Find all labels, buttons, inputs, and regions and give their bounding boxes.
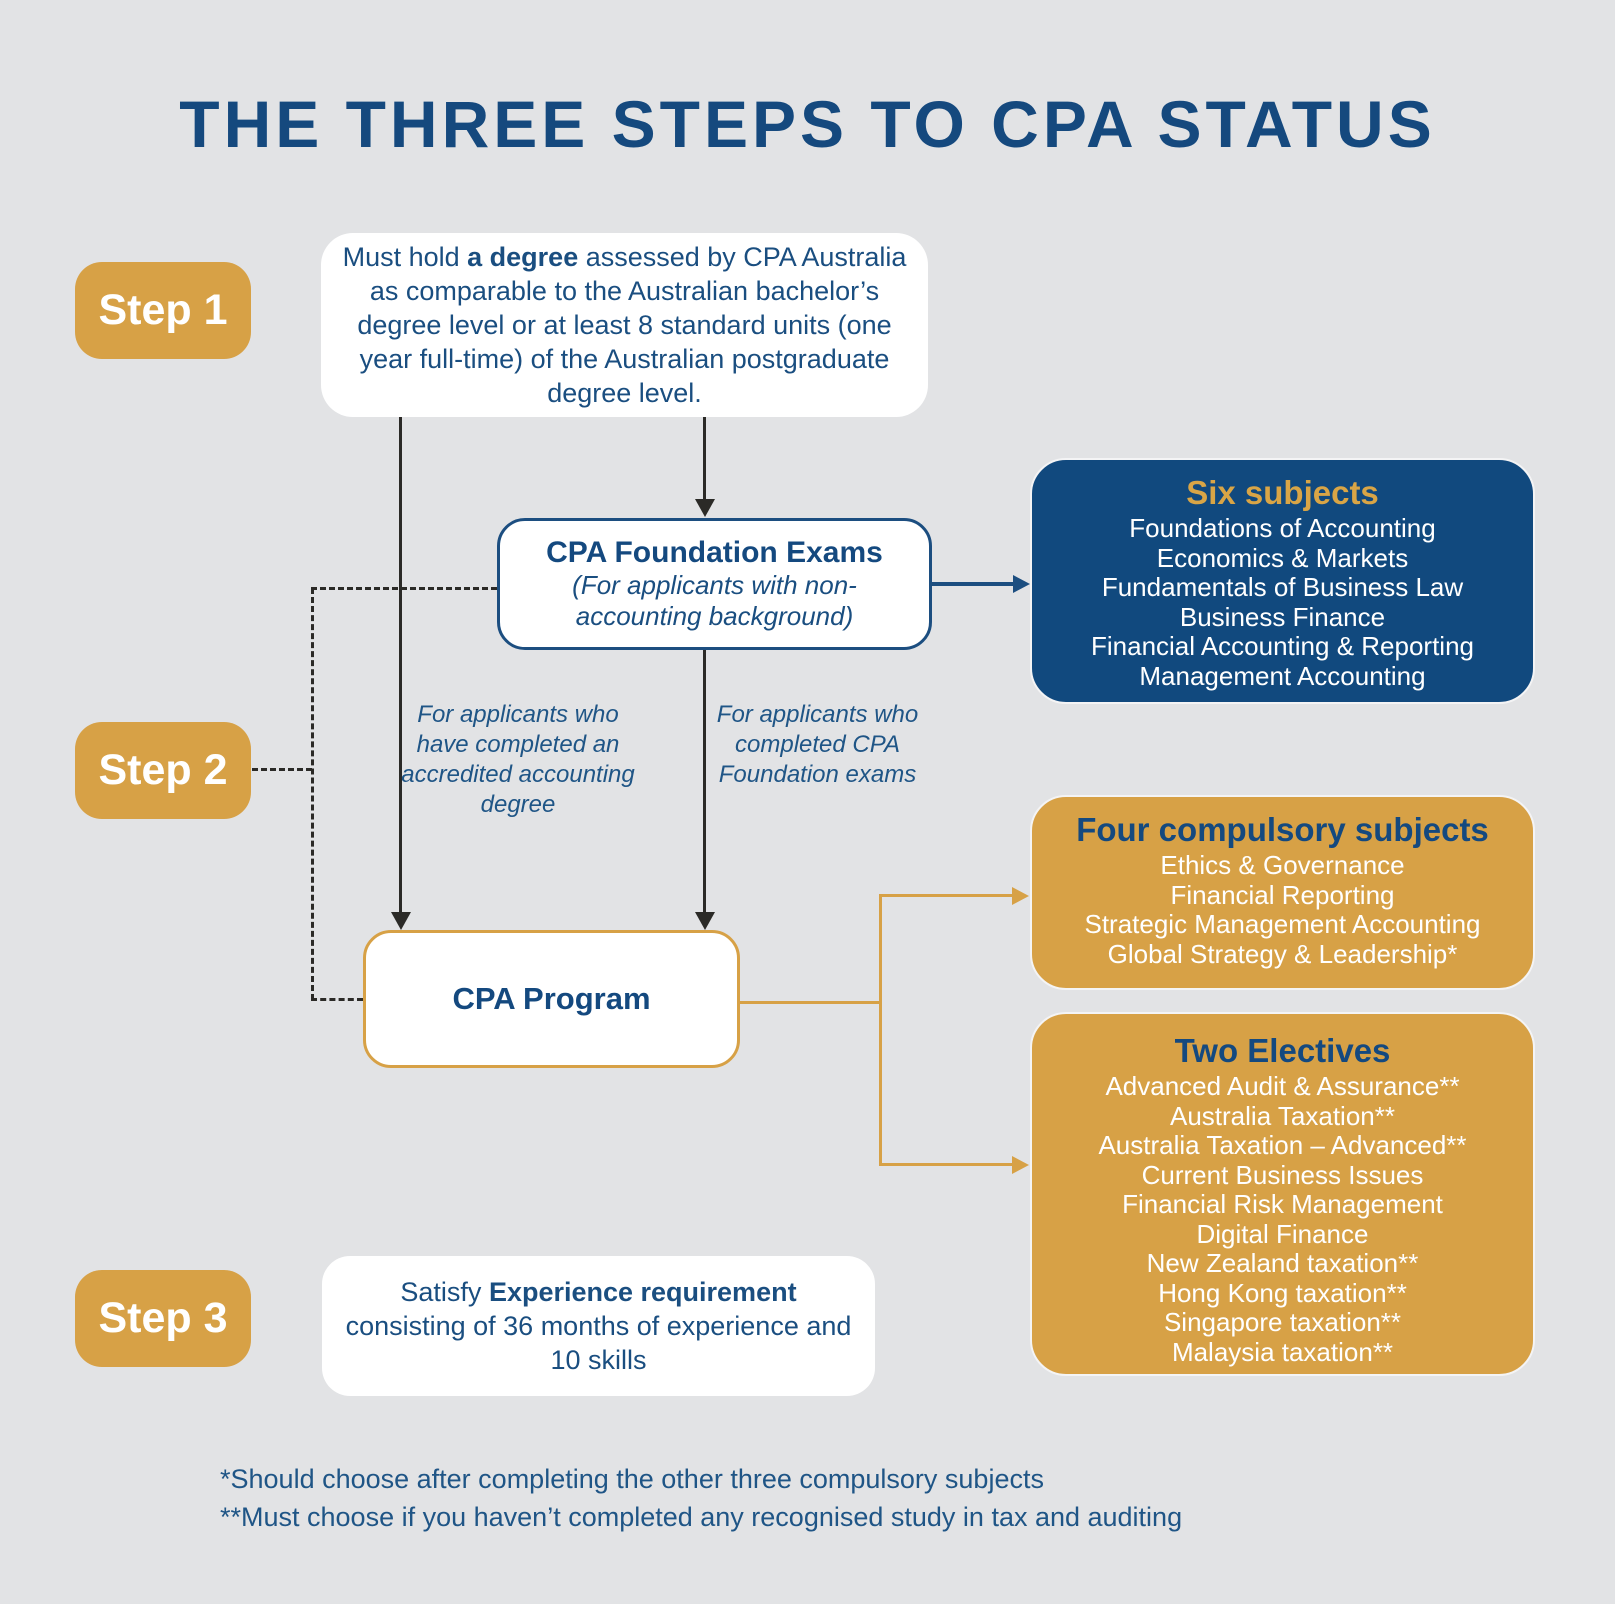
subject-item: Digital Finance	[1196, 1218, 1369, 1249]
subject-item: Malaysia taxation**	[1171, 1336, 1394, 1367]
subject-item: Management Accounting	[1139, 660, 1426, 691]
connector-program-branch-vertical	[879, 894, 882, 1166]
six-subjects-title: Six subjects	[1186, 474, 1379, 511]
footnote-compulsory: *Should choose after completing the othe…	[220, 1464, 1044, 1494]
experience-requirement-text: Satisfy Experience requirement consistin…	[345, 1277, 852, 1375]
subject-item: Advanced Audit & Assurance**	[1105, 1071, 1460, 1101]
cpa-foundation-exams-box: CPA Foundation Exams (For applicants wit…	[497, 518, 932, 650]
step-2-label: Step 2	[98, 746, 228, 794]
four-compulsory-title: Four compulsory subjects	[1076, 811, 1489, 848]
caption-foundation-exams: For applicants who completed CPA Foundat…	[716, 701, 919, 788]
dashed-step2-vertical	[311, 588, 314, 1000]
step-1-badge: Step 1	[75, 262, 251, 359]
cpa-program-label: CPA Program	[452, 981, 651, 1016]
subject-item: Financial Accounting & Reporting	[1090, 631, 1474, 661]
step-3-label: Step 3	[98, 1294, 228, 1342]
subject-item: Current Business Issues	[1141, 1159, 1424, 1190]
six-subjects-list: Foundations of Accounting Economics & Ma…	[1032, 513, 1533, 691]
two-electives-title: Two Electives	[1174, 1032, 1391, 1069]
subject-item: Financial Risk Management	[1122, 1189, 1443, 1219]
subject-item: Singapore taxation**	[1163, 1307, 1402, 1337]
arrowhead-into-compulsory	[1012, 887, 1029, 905]
subject-item: Strategic Management Accounting	[1084, 909, 1481, 939]
degree-requirement-box: Must hold a degree assessed by CPA Austr…	[321, 233, 928, 417]
footnote-tax-audit: **Must choose if you haven’t completed a…	[220, 1502, 1183, 1532]
four-compulsory-list: Ethics & Governance Financial Reporting …	[1032, 850, 1533, 969]
connector-foundation-to-program-line	[703, 650, 706, 915]
arrowhead-into-six-subjects	[1013, 575, 1030, 593]
four-compulsory-subjects-box: Four compulsory subjects Ethics & Govern…	[1030, 795, 1535, 990]
connector-degree-to-foundation-line	[703, 417, 706, 501]
subject-item: Global Strategy & Leadership*	[1107, 938, 1458, 969]
dashed-to-foundation	[311, 587, 497, 590]
dashed-to-program	[311, 998, 363, 1001]
subject-item: Fundamentals of Business Law	[1101, 572, 1464, 602]
arrowhead-into-program-left	[391, 912, 411, 930]
subject-item: Foundations of Accounting	[1129, 513, 1436, 543]
connector-foundation-to-six-subjects	[930, 582, 1014, 586]
caption-accredited-degree: For applicants who have completed an acc…	[401, 701, 635, 818]
subject-item: Australia Taxation**	[1170, 1100, 1395, 1131]
step-2-badge: Step 2	[75, 722, 251, 819]
connector-to-electives	[881, 1163, 1014, 1166]
step-1-label: Step 1	[98, 286, 228, 334]
connector-program-stub	[740, 1001, 881, 1004]
two-electives-box: Two Electives Advanced Audit & Assurance…	[1030, 1012, 1535, 1376]
connector-degree-to-program-line	[399, 417, 402, 915]
connector-to-compulsory	[881, 894, 1014, 897]
arrowhead-into-electives	[1012, 1156, 1029, 1174]
dashed-step2-stub	[252, 768, 312, 771]
subject-item: New Zealand taxation**	[1146, 1248, 1419, 1278]
arrowhead-into-program-right	[695, 912, 715, 930]
subject-item: Hong Kong taxation**	[1158, 1277, 1407, 1308]
subject-item: Business Finance	[1179, 601, 1386, 632]
cpa-foundation-exams-subtitle: (For applicants with non-accounting back…	[572, 570, 857, 631]
subject-item: Financial Reporting	[1170, 879, 1395, 910]
cpa-program-box: CPA Program	[363, 930, 740, 1068]
cpa-foundation-exams-title: CPA Foundation Exams	[546, 536, 883, 569]
footnotes: *Should choose after completing the othe…	[220, 1460, 1182, 1536]
step-3-badge: Step 3	[75, 1270, 251, 1367]
subject-item: Australia Taxation – Advanced**	[1098, 1130, 1467, 1160]
six-subjects-box: Six subjects Foundations of Accounting E…	[1030, 458, 1535, 704]
subject-item: Ethics & Governance	[1160, 850, 1405, 880]
arrowhead-into-foundation	[695, 499, 715, 517]
two-electives-list: Advanced Audit & Assurance** Australia T…	[1032, 1071, 1533, 1367]
subject-item: Economics & Markets	[1156, 542, 1409, 573]
experience-requirement-box: Satisfy Experience requirement consistin…	[322, 1256, 875, 1396]
degree-requirement-text: Must hold a degree assessed by CPA Austr…	[342, 242, 907, 408]
page-title: THE THREE STEPS TO CPA STATUS	[179, 87, 1436, 161]
